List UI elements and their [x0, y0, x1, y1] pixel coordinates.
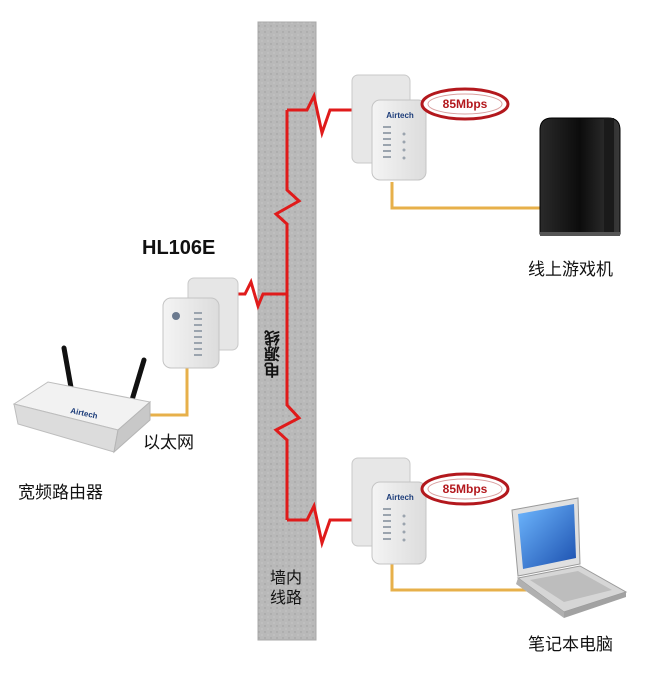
- ethernet-label: 以太网: [143, 433, 194, 453]
- laptop-label: 笔记本电脑: [528, 635, 613, 655]
- wall-wiring-label-line1: 墙内: [269, 568, 302, 587]
- wall-wiring-label-line2: 线路: [269, 588, 302, 607]
- top-adapter-icon: Airtech: [351, 74, 427, 181]
- left-adapter-icon: [162, 277, 239, 369]
- bottom-adapter-brand: Airtech: [386, 493, 414, 502]
- top-adapter-brand: Airtech: [386, 111, 414, 120]
- game-console-icon: [539, 117, 621, 236]
- model-label: HL106E: [142, 237, 216, 259]
- ethernet-cables: [137, 182, 548, 592]
- bottom-adapter-icon: Airtech: [351, 457, 427, 565]
- wall-wiring-label: 墙内 线路: [263, 568, 309, 608]
- power-line: [237, 91, 352, 549]
- console-label: 线上游戏机: [528, 260, 613, 280]
- router-icon: Airtech: [12, 345, 152, 454]
- speed-badge-bottom: 85Mbps: [420, 472, 510, 506]
- router-label: 宽频路由器: [18, 483, 103, 503]
- speed-label-bottom: 85Mbps: [443, 482, 488, 496]
- laptop-icon: [511, 497, 628, 618]
- speed-badge-top: 85Mbps: [420, 87, 510, 121]
- speed-label-top: 85Mbps: [443, 97, 488, 111]
- power-line-label: 电源线: [264, 330, 283, 378]
